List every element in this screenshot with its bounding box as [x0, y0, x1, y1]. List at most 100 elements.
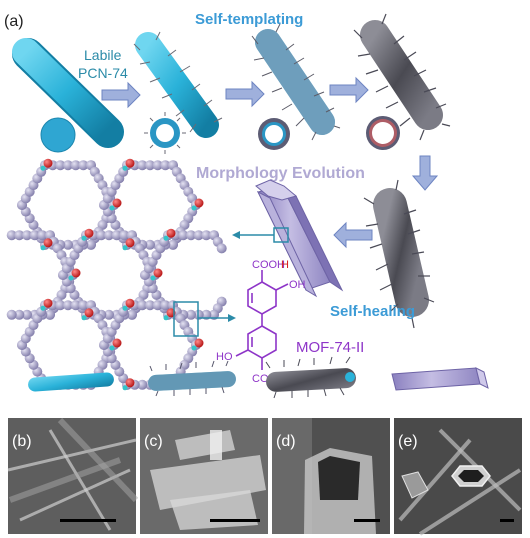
mof-atom — [22, 230, 32, 241]
mof-metal-atom — [163, 315, 169, 321]
sem-label-e: (e) — [398, 433, 418, 450]
mof-metal-atom — [122, 305, 128, 311]
pcn74-rod — [12, 38, 124, 148]
strip-rod-2 — [148, 360, 236, 397]
sem-panel-c — [140, 418, 268, 534]
mof-oxygen-atom — [125, 238, 135, 248]
arrow-right-2 — [225, 80, 265, 108]
mof-metal-atom — [109, 205, 115, 211]
mof-metal-atom — [68, 275, 74, 281]
mof-atom — [137, 379, 148, 390]
arrow-down — [411, 155, 439, 191]
label-morphology-evolution: Morphology Evolution — [196, 165, 365, 182]
strip-rod-3 — [265, 356, 356, 399]
mof-metal-atom — [122, 165, 128, 171]
label-labile: Labile — [84, 47, 122, 63]
sem-label-b: (b) — [12, 433, 32, 450]
cross-section-3 — [366, 116, 400, 150]
mof-atom — [186, 230, 196, 241]
mof-metal-atom — [122, 245, 128, 251]
mof-oxygen-atom — [43, 158, 53, 168]
pcn74-cross-section — [40, 117, 76, 153]
mof-oxygen-atom — [112, 198, 122, 208]
mof-atom — [193, 230, 204, 241]
mof-metal-atom — [40, 165, 46, 171]
sem-panel-b — [7, 417, 139, 534]
mof-atom — [152, 160, 163, 171]
chem-ho-bottom: HO — [216, 351, 233, 363]
mof-atom — [160, 300, 171, 311]
mof-atom — [70, 160, 81, 171]
mof-atom — [45, 309, 55, 320]
rod-stage-1 — [133, 31, 223, 138]
label-self-templating: Self-templating — [195, 11, 303, 28]
mof-oxygen-atom — [125, 158, 135, 168]
hexagonal-prism — [255, 179, 344, 298]
mof-atom — [78, 300, 89, 311]
mof-atom — [63, 239, 73, 250]
mof-atom — [104, 230, 114, 241]
mof-oxygen-atom — [43, 298, 53, 308]
mof-metal-atom — [40, 305, 46, 311]
mof-atom — [6, 309, 17, 320]
mof-atom — [29, 230, 40, 241]
mof-atom — [14, 230, 25, 241]
arrow-right-3 — [329, 76, 369, 104]
mof-metal-atom — [109, 345, 115, 351]
mof-atom — [96, 230, 107, 241]
mof-atom — [145, 300, 155, 311]
mof-oxygen-atom — [112, 338, 122, 348]
mof-atom — [55, 160, 66, 171]
label-pcn74: PCN-74 — [78, 65, 128, 81]
mof-atom — [14, 309, 25, 320]
arrow-zoom-2 — [198, 314, 236, 322]
mof-atom — [145, 160, 155, 171]
mof-atom — [178, 230, 189, 241]
mof-metal-atom — [191, 345, 197, 351]
chem-cooh-top: COOH — [252, 259, 285, 271]
linker-structure — [235, 270, 289, 370]
mof-metal-atom — [150, 275, 156, 281]
mof-oxygen-atom — [153, 268, 163, 278]
mof-atom — [111, 230, 122, 241]
mof-oxygen-atom — [166, 228, 176, 238]
mof-oxygen-atom — [125, 298, 135, 308]
mof-atom — [70, 300, 81, 311]
mof-atom — [86, 239, 96, 250]
mof-atom — [119, 230, 130, 241]
strip-prism — [391, 367, 489, 391]
mof-atom — [152, 300, 163, 311]
mof-atom — [78, 160, 89, 171]
rod-stage-2 — [251, 23, 341, 141]
arrow-left-1 — [333, 221, 373, 249]
label-self-healing: Self-healing — [330, 303, 415, 320]
mof-atom — [63, 300, 73, 311]
mof-oxygen-atom — [194, 338, 204, 348]
mof-oxygen-atom — [125, 378, 135, 388]
mof-atom — [137, 160, 148, 171]
mof-atom — [127, 309, 137, 320]
mof-atom — [160, 160, 171, 171]
mof-metal-atom — [81, 235, 87, 241]
sem-label-c: (c) — [144, 433, 163, 450]
mof-atom — [145, 239, 155, 250]
mof-metal-atom — [81, 315, 87, 321]
mof-metal-atom — [191, 205, 197, 211]
mof-atom — [137, 300, 148, 311]
rod-stage-3 — [353, 13, 451, 141]
mof-oxygen-atom — [84, 228, 94, 238]
chem-oh-top: OH — [289, 279, 306, 291]
mof-oxygen-atom — [194, 198, 204, 208]
rod-stage-4 — [363, 179, 435, 329]
zoom-box-framework — [173, 301, 199, 337]
mof-oxygen-atom — [84, 308, 94, 318]
panel-label-a: (a) — [4, 13, 24, 30]
mof-atom — [63, 160, 73, 171]
mof-atom — [55, 300, 66, 311]
sem-panel-e — [394, 418, 522, 536]
mof-atom — [22, 309, 32, 320]
mof-atom — [6, 230, 17, 241]
label-mof74: MOF-74-II — [296, 339, 364, 356]
mof-oxygen-atom — [43, 238, 53, 248]
